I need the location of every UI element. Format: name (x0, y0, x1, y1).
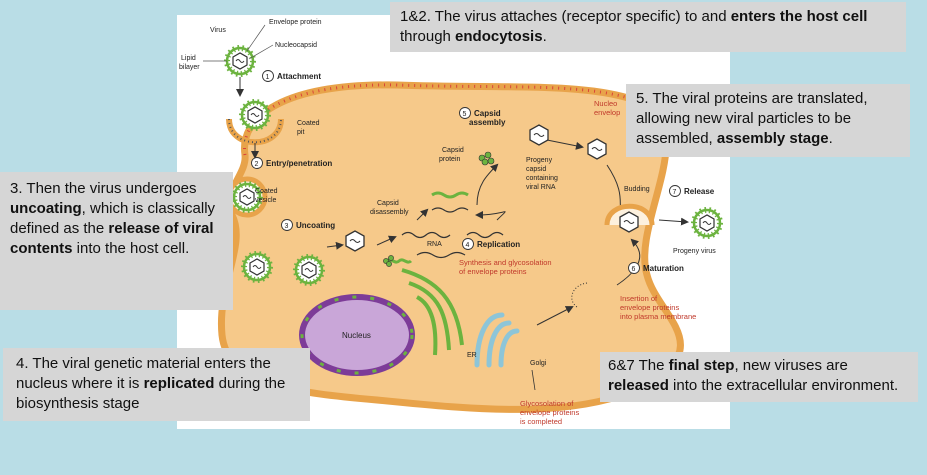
label-lipid: Lipid (181, 55, 196, 62)
label-maturation: Maturation (643, 264, 684, 273)
callout-replication: 4. The viral genetic material enters the… (3, 348, 310, 421)
endosome-virus-icon (244, 254, 270, 280)
label-progeny-virus: Progeny virus (673, 248, 716, 255)
label-bilayer: bilayer (179, 64, 200, 71)
progeny-virus-icon (694, 210, 720, 236)
label-coated-vesicle-2: vesicle (255, 197, 277, 204)
label-insertion-3: into plasma membrane (620, 312, 696, 321)
label-coated-vesicle-1: Coated (255, 188, 278, 195)
label-progeny-capsid-2: capsid (526, 166, 546, 173)
callout-release: 6&7 The final step, new viruses are rele… (600, 352, 918, 402)
step-number-1: 1 (266, 74, 270, 81)
callout-uncoating: 3. Then the virus undergoes uncoating, w… (0, 172, 233, 310)
callout-assembly: 5. The viral proteins are translated, al… (626, 84, 910, 157)
label-capsid-disassembly-2: disassembly (370, 209, 409, 216)
step-number-5: 5 (463, 111, 467, 118)
label-budding: Budding (624, 186, 650, 193)
viral-rna (401, 231, 451, 239)
step-number-4: 4 (466, 242, 470, 249)
label-envelope-protein: Envelope protein (269, 19, 322, 26)
step-number-2: 2 (255, 161, 259, 168)
label-glyco-1: Glycosolation of (520, 399, 574, 408)
label-progeny-capsid-3: containing (526, 175, 558, 182)
step-number-7: 7 (673, 189, 677, 196)
released-capsid-icon (345, 230, 365, 252)
label-rna: RNA (427, 241, 442, 248)
label-capsid-disassembly-1: Capsid (377, 200, 399, 207)
endoplasmic-reticulum (401, 268, 464, 356)
label-synthesis-1: Synthesis and glycosolation (459, 258, 552, 267)
label-capsid-protein-2: protein (439, 156, 461, 163)
label-synthesis-2: of envelope proteins (459, 267, 527, 276)
golgi-apparatus (474, 312, 520, 368)
label-release: Release (684, 187, 715, 196)
label-nucleo-partial-1: Nucleo (594, 99, 617, 108)
label-capsid-assembly-1: Capsid (474, 109, 501, 118)
attached-virus-icon (242, 102, 268, 128)
step-number-3: 3 (285, 223, 289, 230)
label-glyco-3: is completed (520, 417, 562, 426)
label-insertion-1: Insertion of (620, 294, 658, 303)
label-replication: Replication (477, 240, 520, 249)
virus-icon (227, 48, 253, 74)
label-pit: pit (297, 129, 304, 136)
progeny-capsid-icon (587, 138, 607, 160)
label-progeny-capsid-1: Progeny (526, 157, 553, 164)
callout-attachment-entry: 1&2. The virus attaches (receptor specif… (390, 2, 906, 52)
label-nucleocapsid: Nucleocapsid (275, 42, 317, 49)
label-entry-penetration: Entry/penetration (266, 159, 332, 168)
label-virus: Virus (210, 27, 226, 34)
assembled-capsid-icon (529, 124, 549, 146)
label-uncoating: Uncoating (296, 221, 335, 230)
label-capsid-assembly-2: assembly (469, 118, 506, 127)
label-nucleo-partial-2: envelop (594, 108, 620, 117)
uncoating-virus-icon (296, 257, 322, 283)
capsid-protein-cluster (478, 151, 495, 166)
label-er: ER (467, 352, 477, 359)
label-coated: Coated (297, 120, 320, 127)
label-nucleus: Nucleus (342, 331, 371, 340)
label-progeny-capsid-4: viral RNA (526, 184, 556, 191)
step-number-6: 6 (632, 266, 636, 273)
label-capsid-protein-1: Capsid (442, 147, 464, 154)
budding-capsid-icon (619, 211, 639, 233)
label-insertion-2: envelope proteins (620, 303, 679, 312)
label-golgi: Golgi (530, 360, 547, 367)
label-attachment: Attachment (277, 72, 321, 81)
label-glyco-2: envelope proteins (520, 408, 579, 417)
